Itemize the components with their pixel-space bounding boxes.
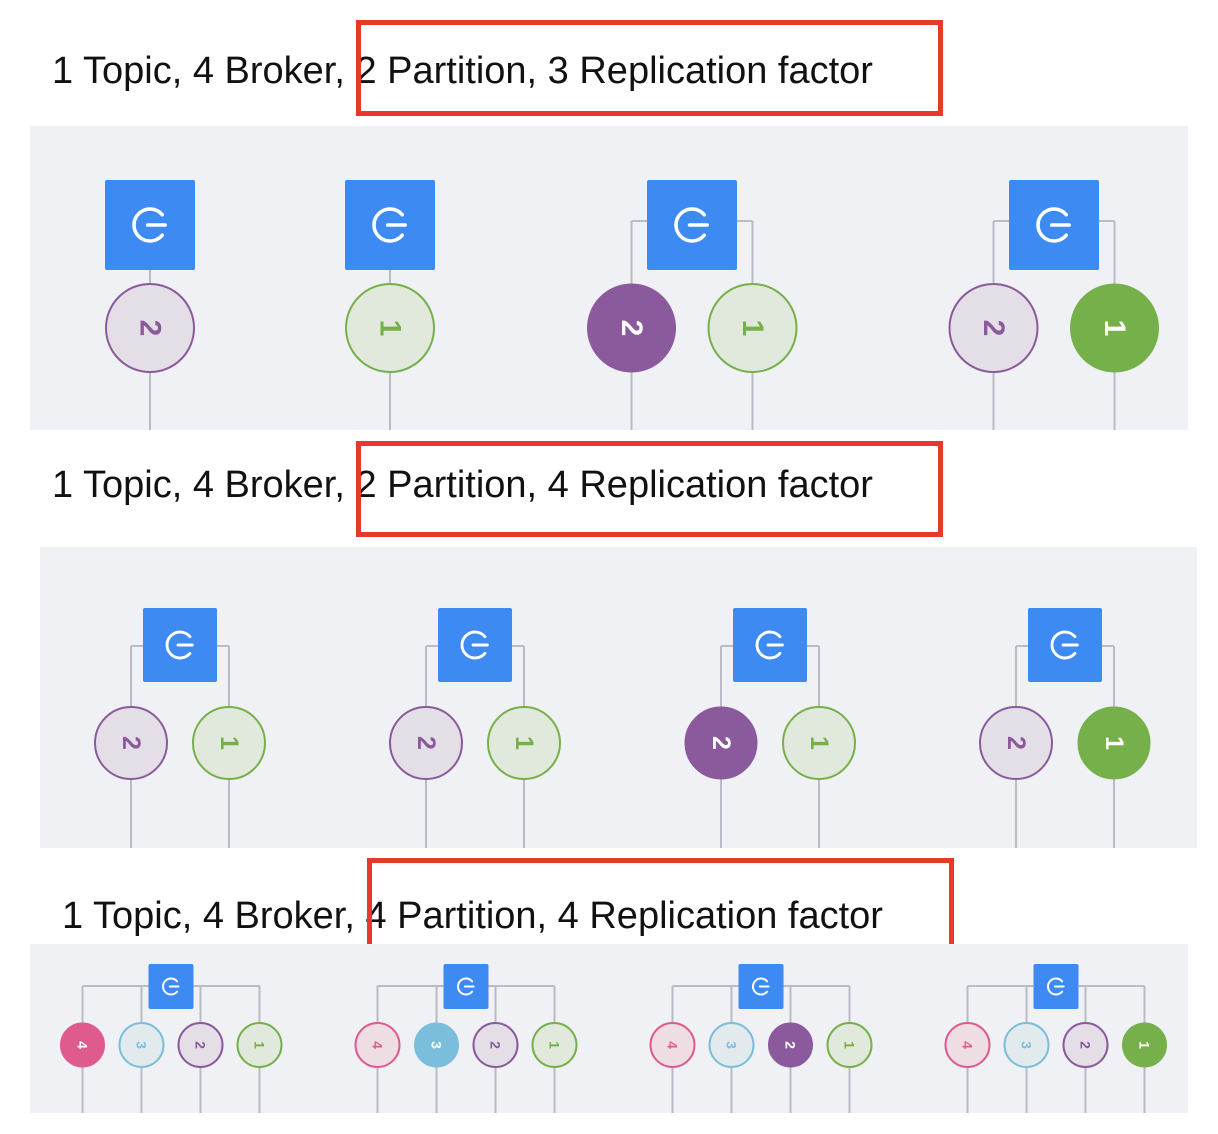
power-icon <box>460 630 489 660</box>
partition-2-replica: 2 <box>105 283 195 373</box>
partition-number-label: 1 <box>1100 736 1128 750</box>
partition-number-label: 1 <box>736 320 769 337</box>
partition-number-label: 3 <box>1019 1041 1035 1049</box>
power-icon <box>1036 207 1071 243</box>
section-1-heading: 1 Topic, 4 Broker, 2 Partition, 3 Replic… <box>52 50 873 92</box>
partition-2-replica: 2 <box>979 706 1053 780</box>
partition-1-replica-leader: 1 <box>1070 283 1159 373</box>
power-icon <box>162 977 180 996</box>
partition-3-replica-leader: 3 <box>414 1022 459 1068</box>
broker-2: 4 3 2 1 <box>354 964 578 1113</box>
partition-1-replica: 1 <box>345 283 435 373</box>
partition-1-replica: 1 <box>236 1022 283 1068</box>
power-icon <box>457 977 475 996</box>
power-icon <box>1050 630 1079 660</box>
partition-4-replica: 4 <box>354 1022 401 1068</box>
partition-number-label: 1 <box>547 1041 563 1049</box>
partition-1-replica-leader: 1 <box>1122 1022 1167 1068</box>
broker-3: 4 3 2 1 <box>649 964 873 1113</box>
partition-number-label: 1 <box>215 736 243 750</box>
partition-number-label: 2 <box>117 736 145 750</box>
partition-number-label: 4 <box>370 1041 386 1049</box>
partition-number-label: 2 <box>1078 1041 1094 1049</box>
partition-number-label: 2 <box>412 736 440 750</box>
section-3-highlight-box <box>367 858 954 954</box>
section-1-highlight-box <box>356 20 943 116</box>
partition-number-label: 1 <box>374 320 407 337</box>
partition-4-replica-leader: 4 <box>60 1022 105 1068</box>
broker-2: 1 <box>345 180 435 430</box>
section-3-diagram-panel: 4 3 2 1 4 3 2 1 4 3 2 1 4 3 2 1 <box>30 944 1188 1113</box>
partition-1-replica: 1 <box>826 1022 873 1068</box>
power-icon <box>755 630 784 660</box>
partition-number-label: 3 <box>134 1041 150 1049</box>
power-icon <box>674 207 709 243</box>
partition-1-replica-leader: 1 <box>1077 706 1151 780</box>
partition-1-replica: 1 <box>192 706 266 780</box>
partition-number-label: 2 <box>707 736 735 750</box>
broker-1: 2 <box>105 180 195 430</box>
partition-1-replica: 1 <box>707 283 798 373</box>
partition-number-label: 2 <box>977 320 1010 337</box>
partition-number-label: 1 <box>1137 1041 1153 1049</box>
partition-number-label: 2 <box>134 320 167 337</box>
section-2-highlight-box <box>356 441 943 537</box>
partition-3-replica: 3 <box>708 1022 755 1068</box>
partition-3-replica: 3 <box>118 1022 165 1068</box>
section-3-diagram: 4 3 2 1 4 3 2 1 4 3 2 1 4 3 2 1 <box>60 964 1167 1113</box>
partition-number-label: 2 <box>783 1041 799 1049</box>
partition-number-label: 1 <box>805 736 833 750</box>
partition-number-label: 4 <box>75 1041 91 1049</box>
power-icon <box>752 977 770 996</box>
partition-2-replica: 2 <box>948 283 1039 373</box>
partition-4-replica: 4 <box>944 1022 991 1068</box>
partition-2-replica: 2 <box>94 706 168 780</box>
partition-2-replica: 2 <box>177 1022 224 1068</box>
power-icon <box>372 207 407 243</box>
partition-number-label: 1 <box>252 1041 268 1049</box>
partition-1-replica: 1 <box>487 706 561 780</box>
partition-2-replica: 2 <box>472 1022 519 1068</box>
partition-number-label: 2 <box>488 1041 504 1049</box>
broker-1: 4 3 2 1 <box>60 964 283 1113</box>
partition-3-replica: 3 <box>1003 1022 1050 1068</box>
partition-number-label: 1 <box>1098 320 1131 337</box>
partition-2-replica-leader: 2 <box>684 706 758 780</box>
partition-number-label: 2 <box>193 1041 209 1049</box>
partition-4-replica: 4 <box>649 1022 696 1068</box>
partition-number-label: 1 <box>842 1041 858 1049</box>
partition-number-label: 3 <box>724 1041 740 1049</box>
section-3-heading: 1 Topic, 4 Broker, 4 Partition, 4 Replic… <box>62 895 883 937</box>
partition-1-replica: 1 <box>782 706 856 780</box>
partition-2-replica: 2 <box>1062 1022 1109 1068</box>
partition-2-replica-leader: 2 <box>587 283 676 373</box>
partition-number-label: 4 <box>665 1041 681 1049</box>
partition-1-replica: 1 <box>531 1022 578 1068</box>
power-icon <box>165 630 194 660</box>
power-icon <box>132 207 167 243</box>
section-2-heading: 1 Topic, 4 Broker, 2 Partition, 4 Replic… <box>52 464 873 506</box>
partition-number-label: 4 <box>960 1041 976 1049</box>
partition-number-label: 3 <box>429 1041 445 1049</box>
partition-2-replica: 2 <box>389 706 463 780</box>
partition-number-label: 2 <box>615 320 648 337</box>
partition-number-label: 1 <box>510 736 538 750</box>
broker-4: 4 3 2 1 <box>944 964 1167 1113</box>
power-icon <box>1047 977 1065 996</box>
partition-number-label: 2 <box>1002 736 1030 750</box>
partition-2-replica-leader: 2 <box>768 1022 813 1068</box>
